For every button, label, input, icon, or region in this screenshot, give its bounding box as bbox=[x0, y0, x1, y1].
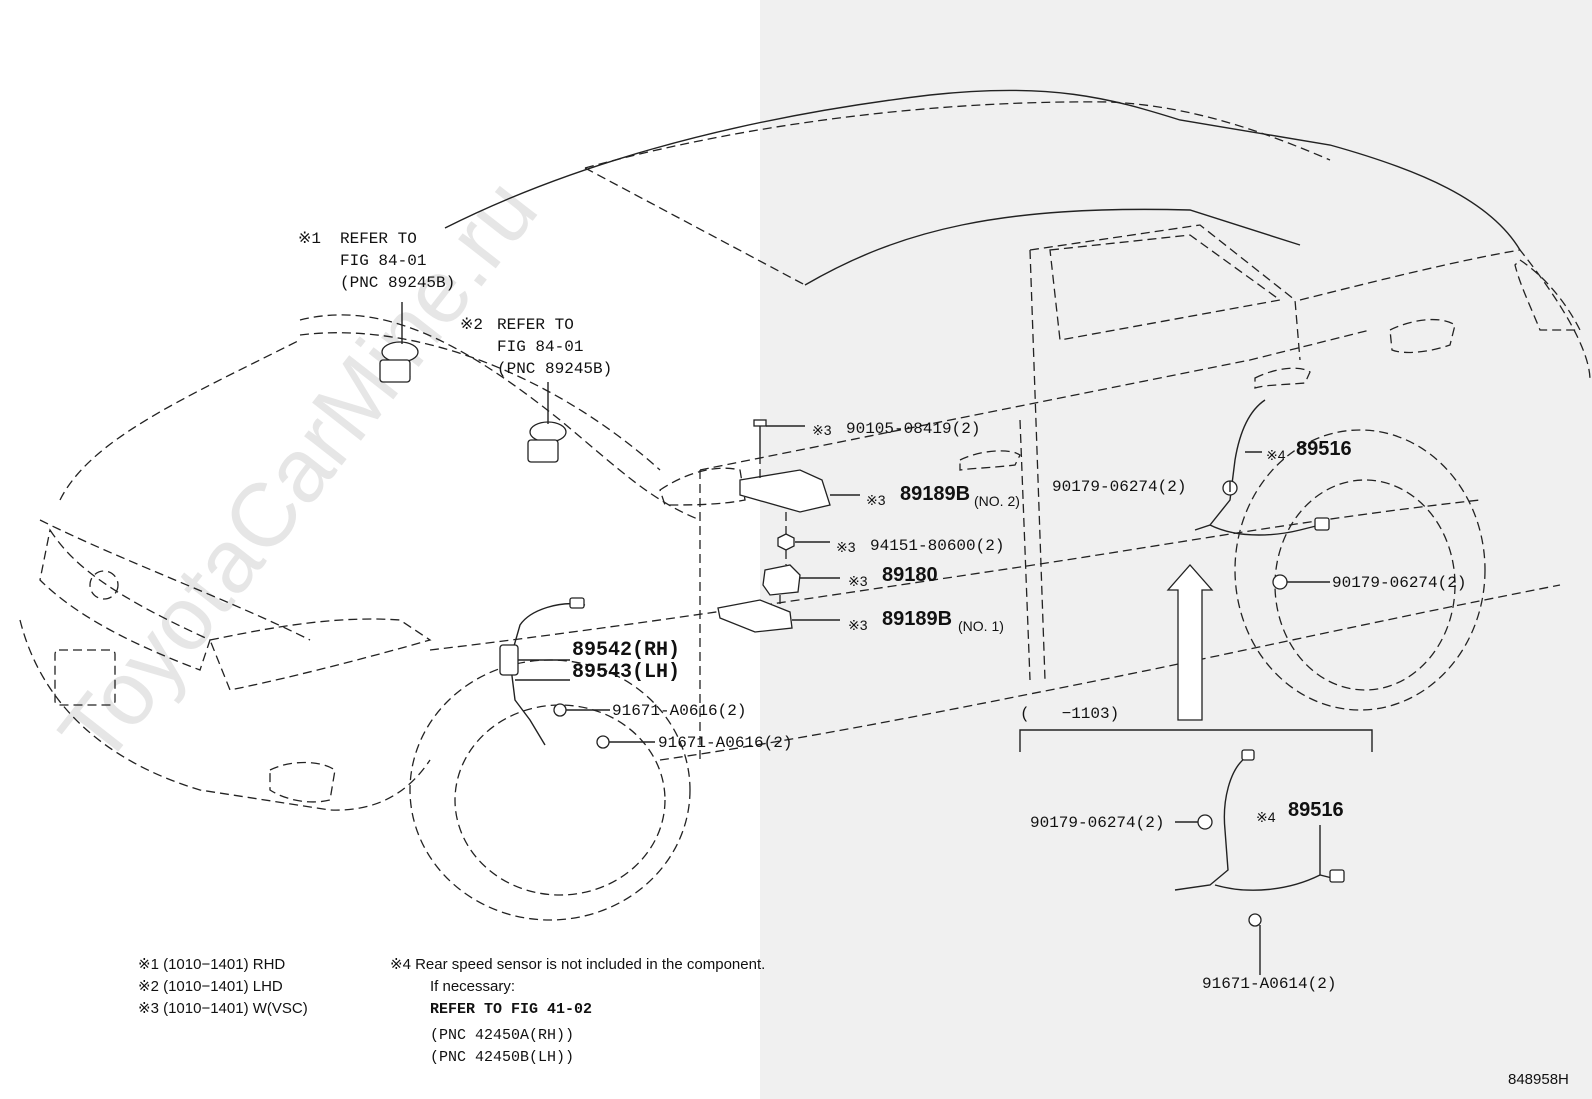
body-side-lower bbox=[429, 499, 1481, 651]
computer-89180-mark: ※3 bbox=[848, 573, 868, 589]
windshield-top bbox=[584, 167, 806, 286]
sensor-ring-rhd-icon bbox=[379, 302, 419, 383]
body-side-sill bbox=[659, 584, 1561, 761]
front-speed-sensor-icon bbox=[499, 597, 586, 746]
bumper bbox=[19, 619, 431, 811]
door-handle-rear bbox=[1254, 367, 1311, 389]
bolt-90105-mark: ※3 bbox=[812, 422, 832, 438]
footnote-4-title: ※4 Rear speed sensor is not included in … bbox=[390, 956, 766, 973]
door-handle-front bbox=[959, 450, 1021, 471]
bracket-no2-mark: ※3 bbox=[866, 492, 886, 508]
bolt-icon bbox=[753, 419, 805, 455]
windshield-side bbox=[299, 332, 661, 471]
hood-line bbox=[299, 314, 701, 521]
fuel-door bbox=[1389, 318, 1456, 354]
inset-wire-label: 89516 bbox=[1288, 799, 1344, 821]
hood-front bbox=[59, 339, 301, 501]
fog-light bbox=[269, 761, 336, 803]
arrow-icon bbox=[1166, 564, 1214, 721]
emblem bbox=[89, 570, 119, 600]
footnote-1: ※1 (1010−1401) RHD bbox=[138, 956, 286, 973]
ref1-line2: FIG 84-01 bbox=[340, 252, 427, 270]
mirror bbox=[659, 467, 746, 506]
clip-top-icon bbox=[1222, 480, 1330, 590]
hood-crease bbox=[39, 519, 311, 641]
computer-89180-label: 89180 bbox=[882, 564, 938, 586]
nut-94151-label: 94151-80600(2) bbox=[870, 537, 1005, 555]
rear-quarter bbox=[1299, 249, 1591, 381]
front-sensor-lh-label: 89543(LH) bbox=[572, 661, 681, 684]
nut-94151-mark: ※3 bbox=[836, 539, 856, 555]
bolt-a0616-icon bbox=[553, 703, 655, 749]
footnote-4-line4: (PNC 42450A(RH)) bbox=[430, 1027, 575, 1044]
rear-taillight bbox=[1514, 259, 1582, 331]
ref2-line1: REFER TO bbox=[497, 316, 574, 334]
bracket-no1-icon bbox=[717, 599, 840, 633]
inset-clip-label: 90179-06274(2) bbox=[1030, 814, 1165, 832]
ref2-mark: ※2 bbox=[460, 316, 484, 334]
clip-top-left-label: 90179-06274(2) bbox=[1052, 478, 1187, 496]
inset-bolt-icon bbox=[1248, 913, 1262, 975]
rear-sensor-wire-icon bbox=[1194, 399, 1330, 536]
ref1-line1: REFER TO bbox=[340, 230, 417, 248]
a-pillar bbox=[804, 208, 1301, 286]
bolt-a0616-label-1: 91671-A0616(2) bbox=[612, 702, 747, 720]
ref1-line3: (PNC 89245B) bbox=[340, 274, 456, 292]
ref2-line2: FIG 84-01 bbox=[497, 338, 584, 356]
ref1-mark: ※1 bbox=[298, 230, 322, 248]
rear-door bbox=[1029, 224, 1301, 681]
license-plate bbox=[54, 649, 116, 706]
front-wheel-arch bbox=[409, 659, 691, 921]
bolt-a0616-label-2: 91671-A0616(2) bbox=[658, 734, 793, 752]
footnote-4-line3: REFER TO FIG 41-02 bbox=[430, 1001, 593, 1018]
shaded-background bbox=[760, 0, 1592, 1099]
grille bbox=[39, 528, 211, 671]
diagram-code: 848958H bbox=[1508, 1071, 1569, 1088]
inset-bolt-label: 91671-A0614(2) bbox=[1202, 975, 1337, 993]
car-roof-dashed bbox=[584, 101, 1331, 169]
footnote-4-line2: If necessary: bbox=[430, 978, 516, 995]
ref2-line3: (PNC 89245B) bbox=[497, 360, 613, 378]
bracket-no2-suffix: (NO. 2) bbox=[974, 493, 1020, 509]
inset-range-label: ( −1103) bbox=[1020, 705, 1120, 723]
inset-wire-mark: ※4 bbox=[1256, 809, 1276, 825]
bolt-90105-label: 90105-08419(2) bbox=[846, 420, 981, 438]
computer-icon bbox=[762, 564, 840, 596]
inset-clip-icon bbox=[1175, 814, 1213, 830]
rear-wire-top-label: 89516 bbox=[1296, 438, 1352, 460]
bracket-no2-icon bbox=[739, 469, 860, 513]
footnote-3: ※3 (1010−1401) W(VSC) bbox=[138, 1000, 308, 1017]
rear-wheel-arch bbox=[1234, 429, 1486, 711]
headlight bbox=[209, 618, 432, 691]
sensor-ring-lhd-icon bbox=[527, 382, 567, 463]
body-beltline bbox=[699, 329, 1371, 471]
rear-wheel bbox=[1274, 479, 1456, 691]
bracket-no2-label: 89189B bbox=[900, 483, 971, 505]
front-wheel bbox=[454, 704, 666, 896]
bracket-no1-suffix: (NO. 1) bbox=[958, 618, 1004, 634]
front-sensor-rh-label: 89542(RH) bbox=[572, 639, 681, 662]
car-roof-line bbox=[444, 89, 1521, 251]
inset-bracket bbox=[1019, 729, 1373, 752]
nut-icon bbox=[777, 533, 830, 551]
footnote-2: ※2 (1010−1401) LHD bbox=[138, 978, 283, 995]
footnote-4-line5: (PNC 42450B(LH)) bbox=[430, 1049, 575, 1066]
window-rear bbox=[1049, 234, 1282, 341]
rear-wire-top-mark: ※4 bbox=[1266, 447, 1286, 463]
clip-top-right-label: 90179-06274(2) bbox=[1332, 574, 1467, 592]
bracket-no1-label: 89189B bbox=[882, 608, 953, 630]
front-door bbox=[699, 419, 1031, 760]
inset-wire-icon bbox=[1174, 749, 1345, 891]
bracket-no1-mark: ※3 bbox=[848, 617, 868, 633]
